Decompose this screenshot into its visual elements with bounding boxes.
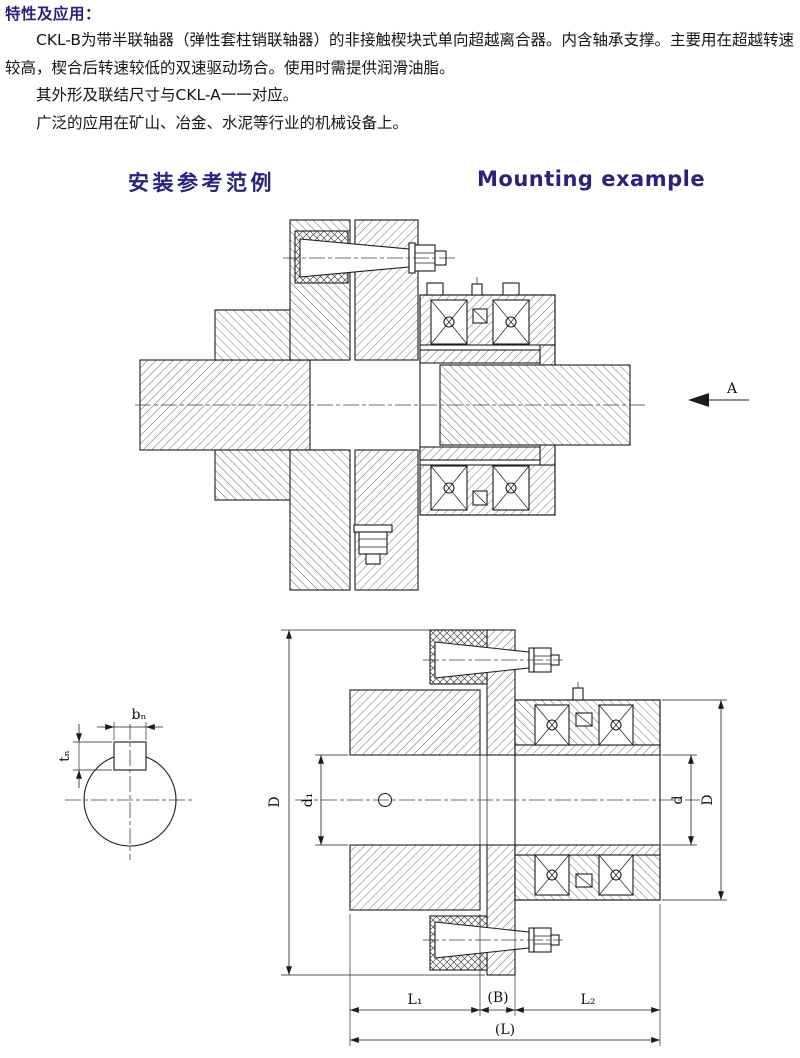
intro-paragraph-2: 其外形及联结尺寸与CKL-A一一对应。 [36,86,299,104]
section-title-zh: 安装参考范例 [128,171,275,195]
lower-bearings [534,854,634,896]
dim-label-d: d [670,795,686,804]
dimension-figure: bₙ tₙ [57,629,727,1046]
view-label: A [726,381,738,397]
elastic-pin-bottom [423,915,563,971]
dim-label-B: (B) [487,990,508,1006]
upper-bearings [430,299,530,345]
elastic-pin-assembly [283,230,457,284]
dimensions: D d₁ d D L₁ (B) L₂ [267,629,727,1046]
upper-bearings [534,704,634,746]
dim-label-keyway-width: bₙ [131,707,146,723]
dim-label-d1: d₁ [300,793,316,808]
lower-pin-nut [353,524,393,565]
housing-top-bolts [426,277,520,296]
flange-disc [486,629,516,976]
intro-paragraph-1: CKL-B为带半联轴器（弹性套柱销联轴器）的非接触楔块式单向超越离合器。内含轴承… [5,31,795,77]
left-coupling-half [214,219,351,591]
section-title-en: Mounting example [477,167,706,191]
dim-label-L1: L₁ [408,992,423,1008]
dim-label-L: (L) [495,1022,515,1038]
arrowhead-icon [688,393,709,407]
intro-section: 特性及应用： CKL-B为带半联轴器（弹性套柱销联轴器）的非接触楔块式单向超越离… [5,2,795,137]
dim-label-D-right: D [700,794,716,805]
dim-label-keyway-depth: tₙ [57,750,73,762]
dim-label-L2: L₂ [581,992,596,1008]
lower-bearings [430,465,530,511]
clutch-flange-disc [354,219,419,591]
elastic-pin-top [423,629,563,685]
view-direction-arrow: A [688,381,749,407]
features-heading: 特性及应用： [5,5,102,23]
intro-paragraph-3: 广泛的应用在矿山、冶金、水泥等行业的机械设备上。 [36,113,409,132]
mounting-example-figure: A [135,219,749,591]
dim-label-D-left: D [267,796,283,807]
left-shaft [139,351,311,451]
coupling-hub [349,689,481,911]
shaft-keyway-detail: bₙ tₙ [57,707,195,860]
